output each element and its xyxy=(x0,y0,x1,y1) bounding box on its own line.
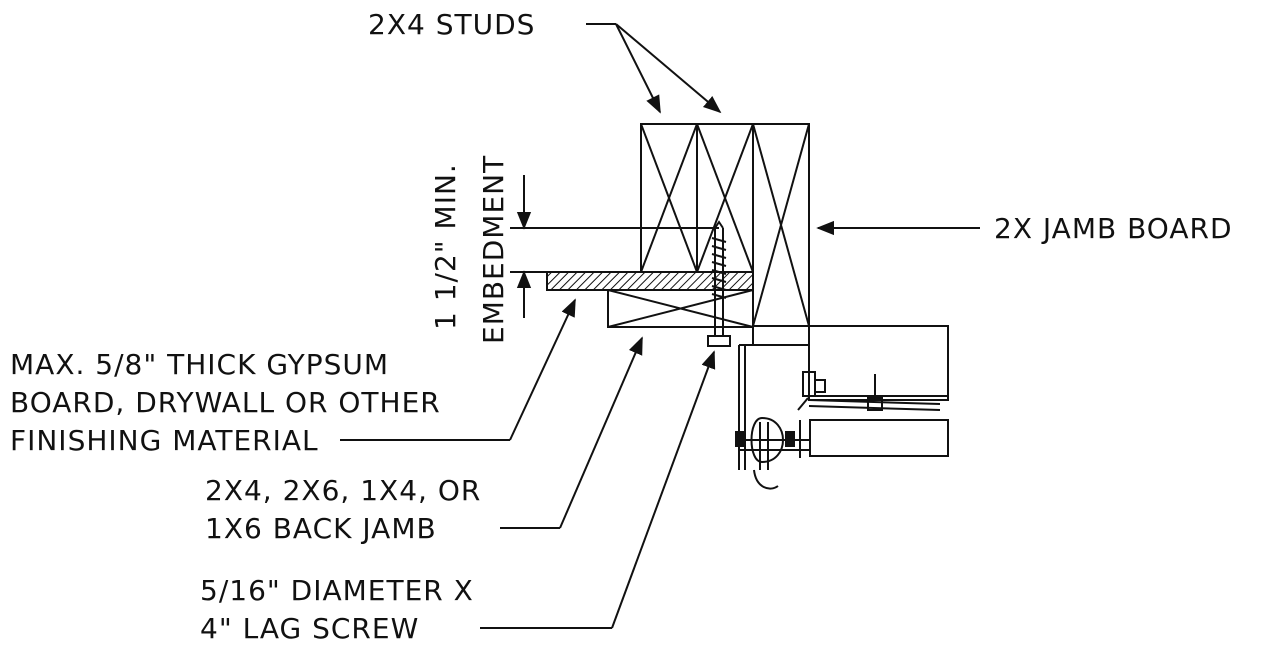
leader-lines xyxy=(340,23,980,629)
jamb-board xyxy=(752,123,810,327)
stud-1 xyxy=(640,123,698,273)
gypsum-label-line1: MAX. 5/8" THICK GYPSUM xyxy=(10,348,390,381)
studs-label: 2X4 STUDS xyxy=(368,8,536,41)
back-jamb xyxy=(607,289,754,328)
embedment-label-line2: EMBEDMENT xyxy=(477,154,510,344)
back-jamb-label-line2: 1X6 BACK JAMB xyxy=(205,512,437,545)
embedment-dimension xyxy=(510,175,719,318)
jamb-board-label: 2X JAMB BOARD xyxy=(994,212,1233,245)
embedment-label-line1: 1 1/2" MIN. xyxy=(429,163,462,330)
gypsum-label-line3: FINISHING MATERIAL xyxy=(10,424,319,457)
lag-screw-label-line1: 5/16" DIAMETER X xyxy=(200,574,474,607)
lag-screw-label-line2: 4" LAG SCREW xyxy=(200,612,420,645)
frame-hardware xyxy=(735,325,949,490)
lag-screw xyxy=(707,220,731,347)
back-jamb-label-line1: 2X4, 2X6, 1X4, OR xyxy=(205,474,482,507)
gypsum-label-line2: BOARD, DRYWALL OR OTHER xyxy=(10,386,441,419)
